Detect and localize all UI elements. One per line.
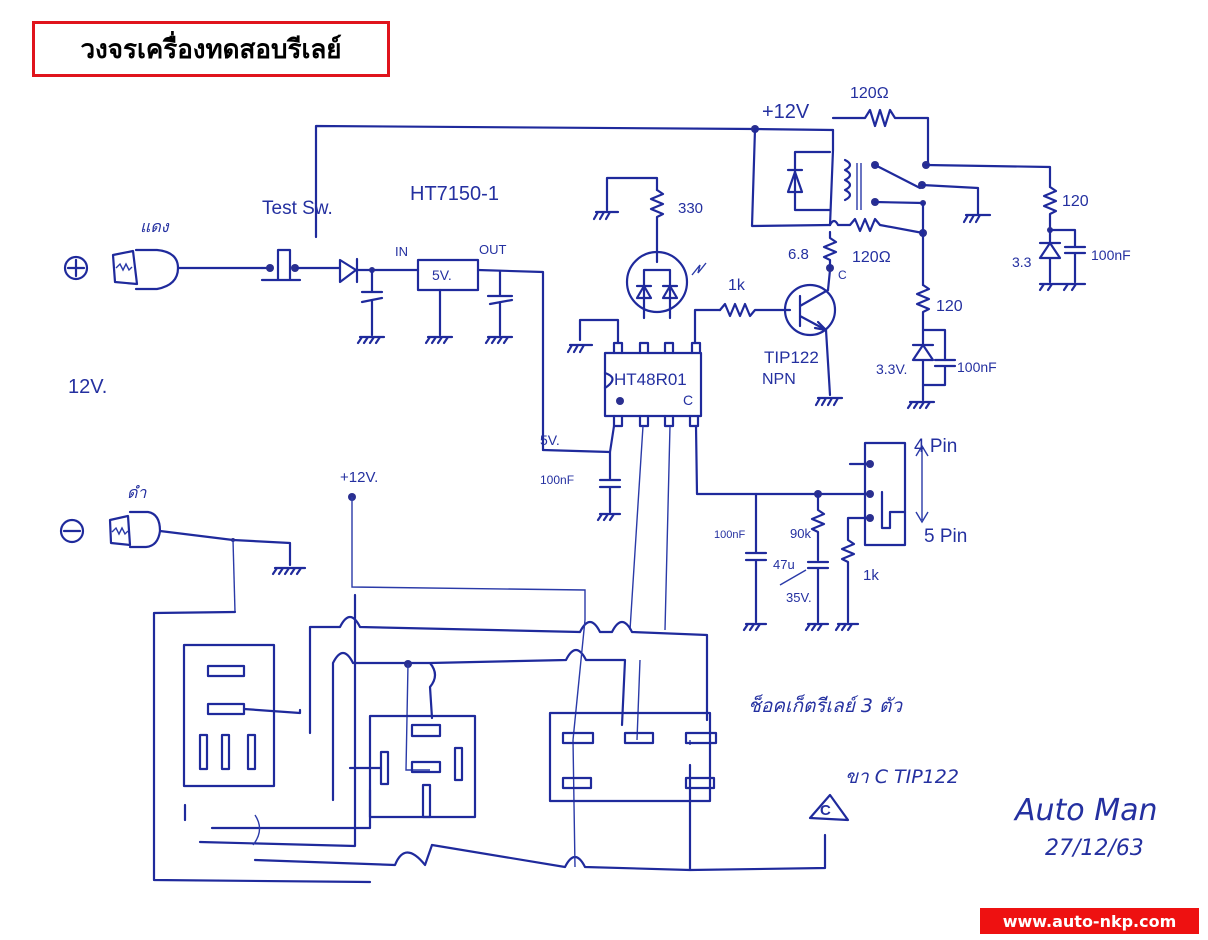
test-switch: [260, 248, 342, 282]
socket-wiring: [152, 593, 827, 884]
cap-elec-voltage-label: 35V.: [786, 590, 812, 605]
mcu-supply: [541, 424, 622, 522]
positive-clip-label: แดง: [140, 217, 170, 236]
output-indicator-2: [906, 283, 957, 410]
r-base-coil-label: 6.8: [788, 246, 809, 263]
collector-label: C: [838, 268, 847, 282]
base-resistor: [718, 302, 792, 318]
cap-switch-label: 100nF: [714, 529, 745, 541]
diagram-title: วงจรเครื่องทดสอบรีเลย์: [80, 34, 342, 65]
cap-mcu-label: 100nF: [540, 473, 574, 487]
plus12v-bottom-label: +12V.: [340, 469, 378, 486]
pin4-label: 4 Pin: [914, 436, 957, 457]
zener1-label: 3.3: [1012, 254, 1032, 270]
r-base-label: 1k: [728, 277, 746, 294]
cap-out1-label: 100nF: [1091, 247, 1131, 263]
collector-marker: [808, 793, 850, 822]
top-supply-rail: [314, 124, 835, 239]
to-c-note: ขา C TIP122: [845, 766, 959, 788]
regulator-part-label: HT7150-1: [410, 183, 499, 205]
transistor-label: TIP122: [764, 348, 819, 367]
status-led: [592, 176, 707, 320]
diagram-title-box: วงจรเครื่องทดสอบรีเลย์: [32, 21, 390, 77]
voltage-regulator: [416, 258, 545, 452]
watermark-url: www.auto-nkp.com: [980, 908, 1199, 934]
tip122-transistor: [783, 264, 844, 407]
relay-socket-3: [548, 711, 718, 803]
r-pullup-label: 90k: [790, 526, 811, 541]
c-marker-label: C: [820, 802, 831, 819]
r-bottom-relay-label: 120Ω: [852, 249, 891, 266]
author-signature: Auto Man: [1013, 793, 1157, 828]
r-out1-label: 120: [1062, 193, 1089, 210]
output-indicator-1: [1038, 185, 1087, 292]
regulator-in-label: IN: [395, 244, 408, 259]
relay-socket-1: [182, 643, 302, 788]
drawing-date: 27/12/63: [1045, 836, 1144, 861]
r-top-relay-label: 120Ω: [850, 85, 889, 102]
plus-sign-icon: [63, 255, 89, 281]
relay-socket-2: [348, 714, 477, 819]
battery-positive-clip: [63, 248, 264, 291]
regulator-out-label: OUT: [479, 242, 507, 257]
mcu-supply-label: 5V.: [540, 432, 560, 448]
mcu-chip: [566, 308, 722, 428]
input-diode: [338, 257, 420, 345]
test-switch-label: Test Sw.: [262, 198, 333, 219]
pin-select-switch: [694, 424, 929, 632]
negative-clip-label: ดำ: [127, 483, 147, 502]
cap-out2-label: 100nF: [957, 359, 997, 375]
r-led-label: 330: [678, 200, 703, 217]
r-out2-label: 120: [936, 298, 963, 315]
socket-note: ช็อคเก็ตรีเลย์ 3 ตัว: [748, 694, 903, 717]
mcu-suffix-label: C: [683, 392, 693, 408]
regulator-value-label: 5V.: [432, 267, 452, 283]
cap-elec-label: 47u: [773, 557, 795, 572]
minus-sign-icon: [59, 518, 85, 544]
plus12v-top-label: +12V: [762, 101, 810, 123]
r-pulldown-label: 1k: [863, 567, 879, 584]
test-relay: [786, 108, 1052, 287]
battery-negative-clip: [59, 510, 307, 613]
pin5-label: 5 Pin: [924, 526, 967, 547]
transistor-type-label: NPN: [762, 371, 796, 388]
mcu-label: HT48R01: [614, 370, 687, 389]
zener2-label: 3.3V.: [876, 361, 907, 377]
supply-voltage-label: 12V.: [68, 376, 107, 398]
